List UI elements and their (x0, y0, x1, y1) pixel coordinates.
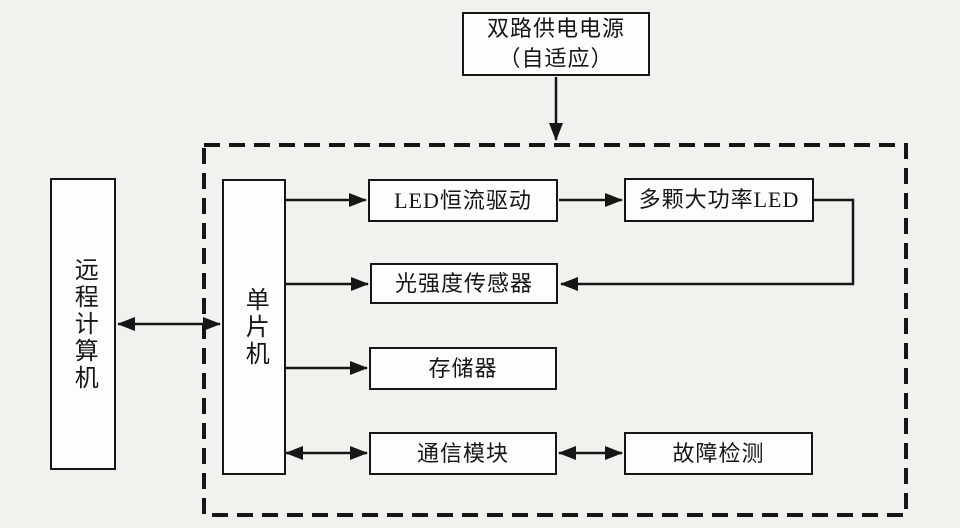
light-sensor-box: 光强度传感器 (370, 263, 558, 304)
fault-detection-box: 故障检测 (624, 432, 813, 475)
comm-module-box: 通信模块 (369, 432, 557, 475)
arrow-high-power-led-to-light-sensor (560, 198, 855, 291)
mcu-box: 单片机 (222, 179, 286, 475)
led-driver-box: LED恒流驱动 (368, 179, 558, 222)
power-supply-box: 双路供电电源 （自适应） (462, 12, 650, 76)
power-supply-label-line1: 双路供电电源 (486, 16, 625, 42)
remote-computer-box: 远程计算机 (50, 178, 116, 470)
power-supply-label-line2: （自适应） (498, 46, 614, 71)
high-power-led-box: 多颗大功率LED (624, 178, 814, 222)
memory-box: 存储器 (369, 347, 557, 390)
